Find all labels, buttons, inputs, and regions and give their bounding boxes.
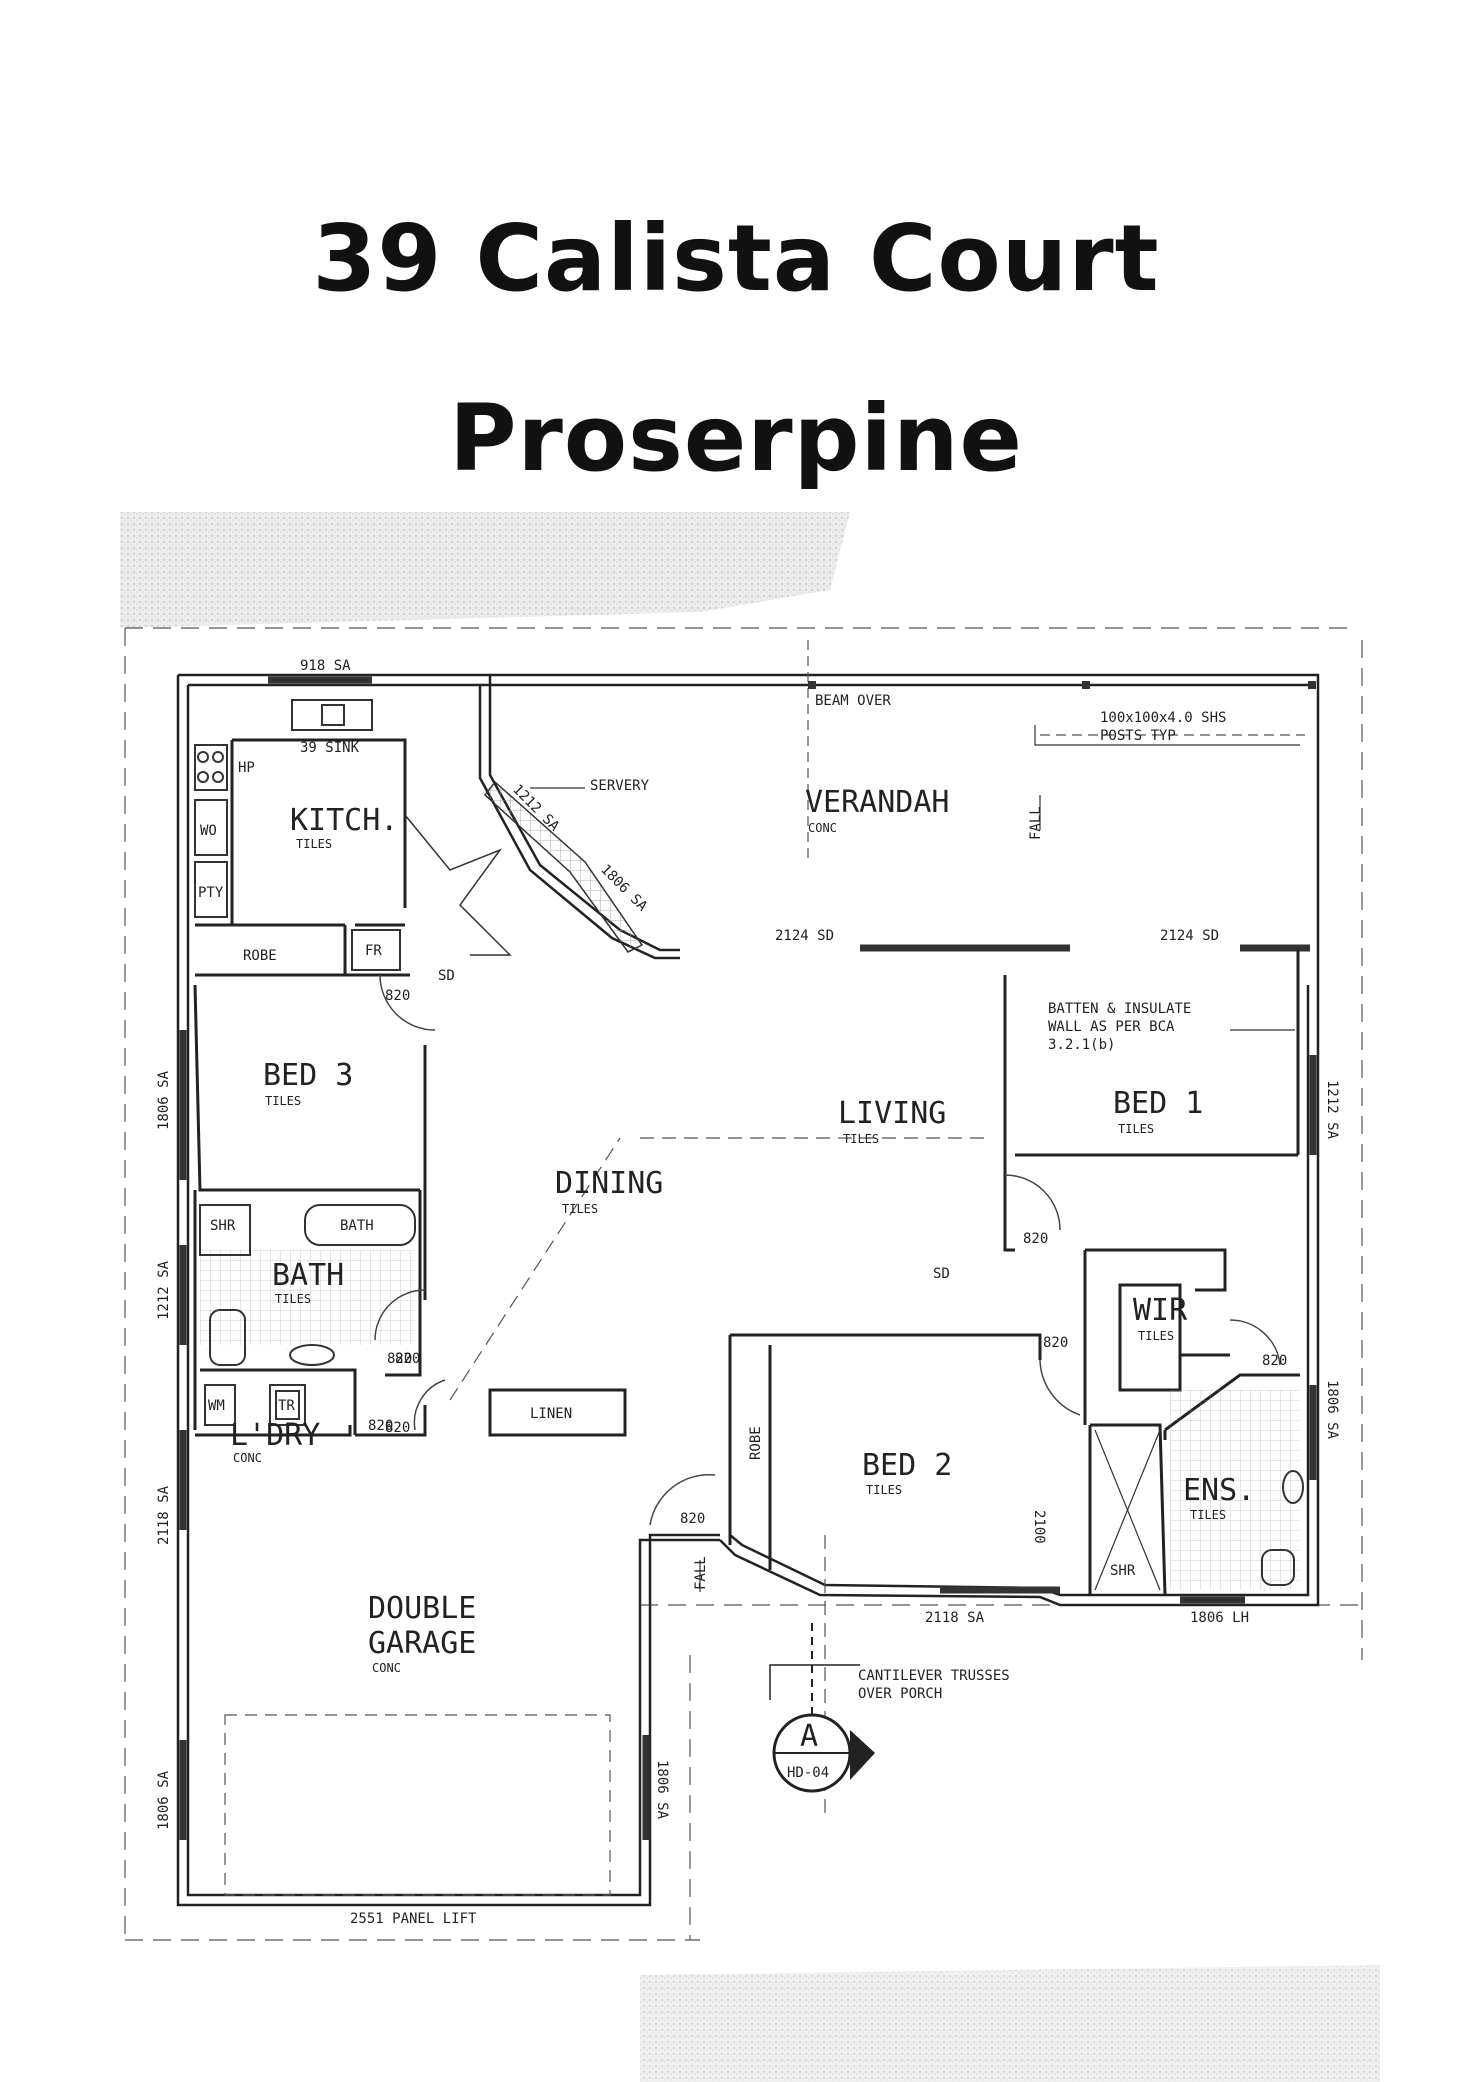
garage-door-outline — [224, 1714, 611, 1896]
room-finish-bed2: TILES — [866, 1483, 902, 1497]
dim-bottom-bed2: 2118 SA — [925, 1610, 985, 1626]
site-boundary — [124, 627, 1363, 1941]
verandah-posts — [808, 681, 1316, 689]
note-cantilever-2: OVER PORCH — [858, 1686, 942, 1702]
section-ref: HD-04 — [787, 1765, 829, 1781]
note-posts-1: 100x100x4.0 SHS — [1100, 710, 1226, 726]
label-wo: WO — [200, 823, 217, 839]
room-finish-garage: CONC — [372, 1661, 401, 1675]
label-bath-tub: BATH — [340, 1218, 374, 1234]
ensuite-tiles — [1170, 1390, 1300, 1590]
dim-bed2-height: 2100 — [1031, 1510, 1047, 1544]
dim-left-2: 1212 SA — [156, 1260, 172, 1320]
room-finish-laundry: CONC — [233, 1451, 262, 1465]
section-letter: A — [800, 1719, 818, 1754]
label-servery: SERVERY — [590, 778, 650, 794]
room-finish-bed1: TILES — [1118, 1122, 1154, 1136]
label-shr-bath: SHR — [210, 1218, 236, 1234]
kitchen-fixtures — [194, 699, 512, 971]
dim-door-a: 820 — [385, 988, 410, 1004]
dim-sd-a: 2124 SD — [775, 928, 834, 944]
bath-tiles — [200, 1250, 415, 1345]
room-name-bed1: BED 1 — [1113, 1086, 1203, 1121]
room-finish-dining: TILES — [562, 1202, 598, 1216]
note-fall-porch: FALL — [693, 1556, 709, 1590]
room-name-laundry: L'DRY — [230, 1418, 320, 1453]
dim-door-c: 820 — [368, 1418, 393, 1434]
room-finish-ensuite: TILES — [1190, 1508, 1226, 1522]
note-batten-2: WALL AS PER BCA — [1048, 1019, 1175, 1035]
label-robe-bed2: ROBE — [748, 1426, 764, 1460]
label-shr-ensuite: SHR — [1110, 1563, 1136, 1579]
section-marker — [769, 1620, 875, 1793]
label-pty: PTY — [198, 885, 224, 901]
bath-fixtures — [199, 1204, 416, 1426]
label-fr: FR — [365, 943, 382, 959]
room-finish-bath: TILES — [275, 1292, 311, 1306]
label-hp: HP — [238, 760, 255, 776]
room-name-verandah: VERANDAH — [805, 785, 950, 820]
note-batten-1: BATTEN & INSULATE — [1048, 1001, 1191, 1017]
room-name-ensuite: ENS. — [1183, 1473, 1255, 1508]
address-line-1: 39 Calista Court — [312, 205, 1160, 312]
room-name-bed2: BED 2 — [862, 1448, 952, 1483]
note-batten-3: 3.2.1(b) — [1048, 1037, 1115, 1053]
door-swings — [374, 974, 1281, 1526]
ensuite-fixtures — [1094, 1429, 1304, 1591]
scan-shading-top — [120, 512, 850, 628]
room-finish-living: TILES — [843, 1132, 879, 1146]
room-finish-kitchen: TILES — [296, 837, 332, 851]
windows — [179, 676, 1317, 1840]
dim-garage-door: 2551 PANEL LIFT — [350, 1911, 477, 1927]
room-finish-verandah: CONC — [808, 821, 837, 835]
dim-sd-b: 2124 SD — [1160, 928, 1219, 944]
dim-right-2: 1806 SA — [1324, 1380, 1340, 1440]
label-linen: LINEN — [530, 1406, 572, 1422]
dim-door-d: 820 — [1023, 1231, 1048, 1247]
dim-top-window: 918 SA — [300, 658, 351, 674]
note-beam-over: BEAM OVER — [815, 693, 891, 709]
note-posts-2: POSTS TYP — [1100, 728, 1176, 744]
external-walls — [176, 673, 1320, 1907]
room-name-garage-1: DOUBLE — [368, 1591, 476, 1626]
dim-door-g: 820 — [680, 1511, 705, 1527]
room-name-bath: BATH — [272, 1258, 344, 1293]
label-wm: WM — [208, 1398, 225, 1414]
address-line-2: Proserpine — [449, 385, 1023, 492]
servery-counter — [483, 780, 644, 953]
dim-left-3: 2118 SA — [156, 1485, 172, 1545]
note-sd-1: SD — [438, 968, 455, 984]
note-cantilever-1: CANTILEVER TRUSSES — [858, 1668, 1010, 1684]
label-tr: TR — [278, 1398, 295, 1414]
note-fall-verandah: FALL — [1028, 806, 1044, 840]
room-finish-wir: TILES — [1138, 1329, 1174, 1343]
scan-shading-bottom — [640, 1965, 1380, 2082]
dim-left-1: 1806 SA — [156, 1070, 172, 1130]
room-name-bed3: BED 3 — [263, 1058, 353, 1093]
internal-walls — [193, 738, 1300, 1596]
dim-right-1: 1212 SA — [1324, 1080, 1340, 1140]
label-sink: 39 SINK — [300, 740, 360, 756]
room-name-kitchen: KITCH. — [290, 803, 398, 838]
leader-lines — [530, 725, 1300, 1592]
dim-door-i: 820 — [385, 1420, 410, 1436]
dim-left-4: 1806 SA — [156, 1770, 172, 1830]
room-finish-bed3: TILES — [265, 1094, 301, 1108]
dim-bottom-ens: 1806 LH — [1190, 1610, 1249, 1626]
room-name-living: LIVING — [838, 1096, 946, 1131]
label-robe-bed3: ROBE — [243, 948, 277, 964]
note-sd-2: SD — [933, 1266, 950, 1282]
room-name-garage-2: GARAGE — [368, 1626, 476, 1661]
room-name-dining: DINING — [555, 1166, 663, 1201]
room-name-wir: WIR — [1133, 1293, 1188, 1328]
dim-door-f: 820 — [1262, 1353, 1287, 1369]
dim-door-b: 820 — [387, 1351, 412, 1367]
dim-door-h: 820 — [395, 1351, 420, 1367]
dim-right-3: 1806 SA — [654, 1760, 670, 1820]
dim-door-e: 820 — [1043, 1335, 1068, 1351]
verandah-beams — [449, 640, 1305, 1820]
